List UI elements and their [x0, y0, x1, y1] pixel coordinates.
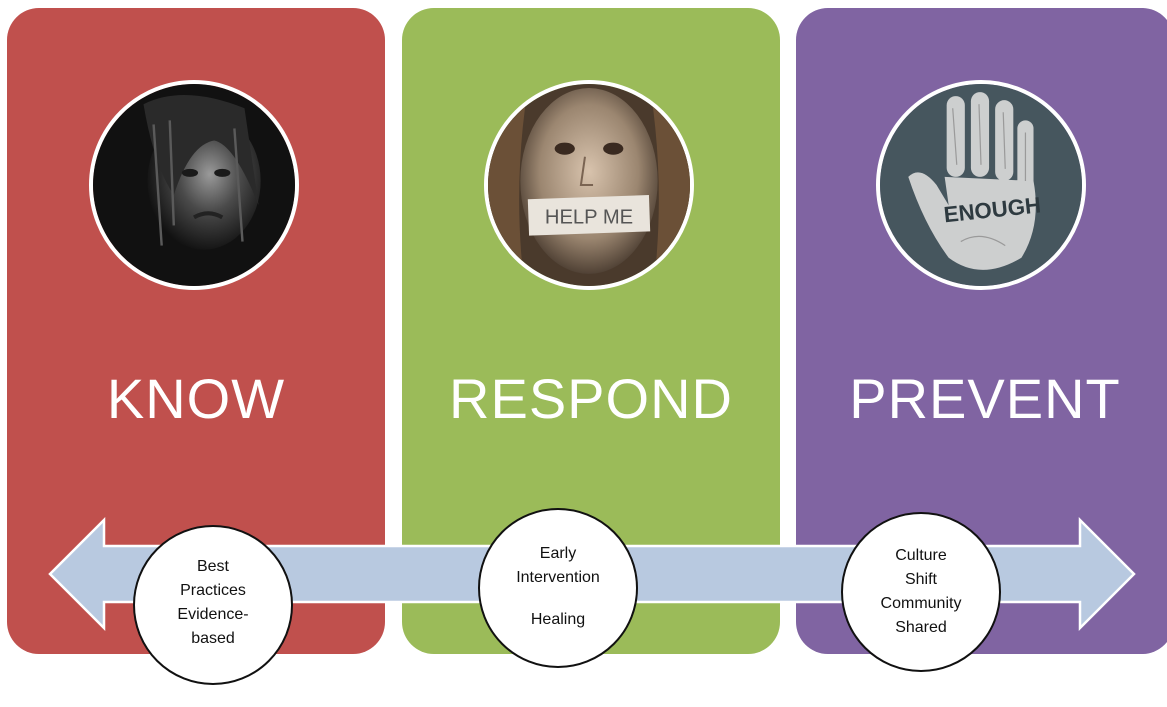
bubble-know-line-3: Evidence- — [177, 606, 249, 623]
bubble-respond-line-3: Healing — [530, 611, 586, 628]
bubble-prevent-line-3: Community — [880, 595, 962, 612]
raised-hand-photo: ENOUGH — [876, 80, 1086, 290]
bubble-respond-line-1: Early — [539, 545, 577, 562]
bubble-respond: Early Intervention Healing — [478, 508, 638, 668]
know-title: KNOW — [106, 367, 286, 430]
taped-mouth-help-me-photo: HELP ME — [484, 80, 694, 290]
bubble-prevent-line-1: Culture — [895, 547, 947, 564]
bubble-know-line-2: Practices — [180, 582, 246, 599]
bubble-prevent-line-4: Shared — [895, 619, 947, 636]
help-me-tape-text: HELP ME — [545, 206, 633, 228]
help-me-image: HELP ME — [488, 84, 690, 286]
bubble-know-line-1: Best — [196, 558, 229, 575]
prevent-title: PREVENT — [849, 367, 1121, 430]
enough-hand-image: ENOUGH — [880, 84, 1082, 286]
crying-girl-photo — [89, 80, 299, 290]
crying-girl-image — [93, 84, 295, 286]
bubble-prevent: Culture Shift Community Shared — [841, 512, 1001, 672]
bubble-prevent-line-2: Shift — [904, 571, 937, 588]
bubble-know: Best Practices Evidence- based — [133, 525, 293, 685]
bubble-know-line-4: based — [191, 630, 235, 647]
respond-title: RESPOND — [449, 367, 733, 430]
bubble-respond-line-2: Intervention — [516, 569, 600, 586]
